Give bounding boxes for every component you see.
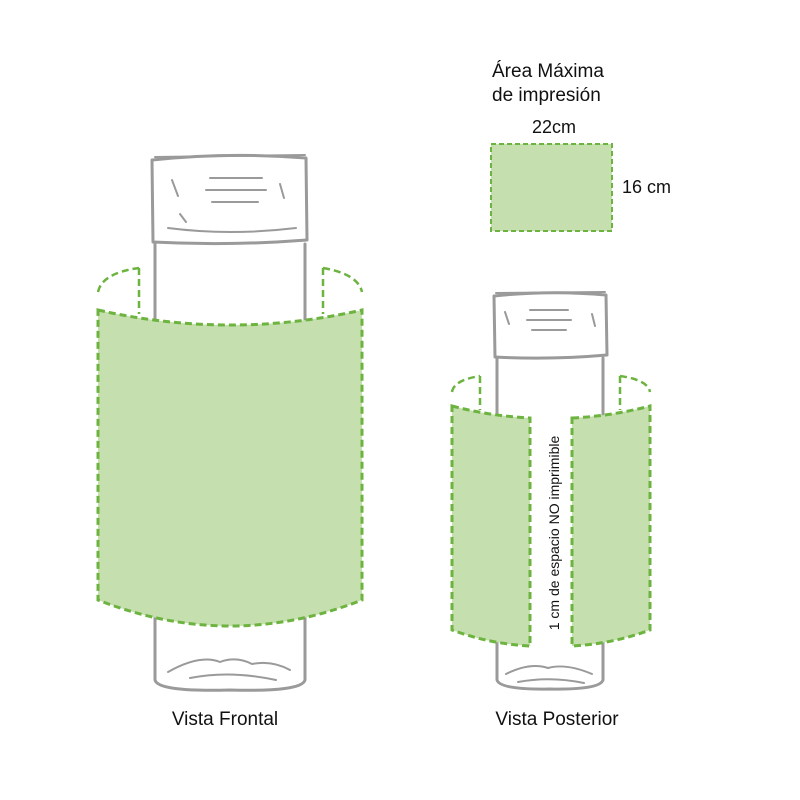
back-wrap-back — [450, 374, 652, 410]
legend-height-label: 16 cm — [622, 177, 671, 197]
legend-print-swatch — [490, 143, 613, 232]
front-view-caption: Vista Frontal — [172, 709, 278, 730]
front-wrap-back — [96, 266, 364, 314]
legend-title-line2: de impresión — [492, 85, 601, 106]
front-print-area — [96, 308, 364, 628]
back-bottle — [492, 291, 609, 691]
back-print-area-right — [570, 404, 652, 648]
print-area-legend: Área Máxima de impresión 22cm 16 cm — [490, 61, 671, 232]
front-bottle-cap — [150, 153, 309, 246]
back-bottle-body — [495, 356, 605, 691]
legend-width-label: 22cm — [532, 117, 576, 137]
back-bottle-cap — [492, 291, 609, 360]
back-print-area-left — [450, 404, 532, 648]
legend-title-line1: Área Máxima — [492, 61, 604, 82]
front-bottle — [150, 153, 309, 692]
back-view-caption: Vista Posterior — [495, 709, 619, 730]
front-bottle-body — [153, 242, 307, 692]
back-gap-note: 1 cm de espacio NO imprimible — [546, 436, 562, 631]
